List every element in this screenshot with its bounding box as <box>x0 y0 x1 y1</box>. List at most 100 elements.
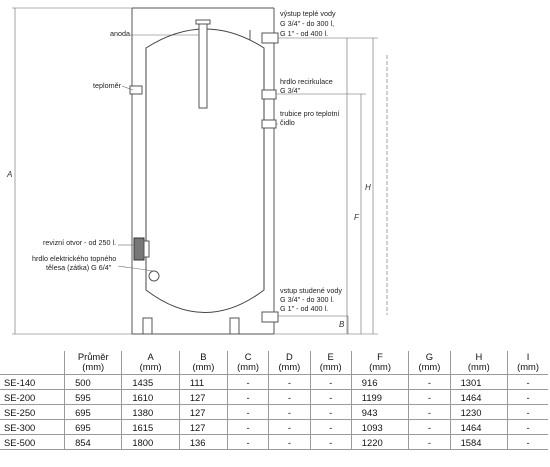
label-hrdlo-el-1: hrdlo elektrického topného <box>32 254 116 263</box>
thermometer-fitting <box>129 85 143 95</box>
model-cell: SE-250 <box>0 404 66 420</box>
value-cell: 1301 <box>450 374 509 390</box>
column-header-name: Průměr <box>77 351 109 362</box>
label-vstup-stud-2: G 3/4" - do 300 l. <box>280 295 334 304</box>
value-cell: - <box>310 374 352 390</box>
value-cell: - <box>408 434 451 450</box>
label-vystup-teple-2: G 3/4" - do 300 l, <box>280 19 334 28</box>
value-cell: 1199 <box>351 389 410 405</box>
column-header: G(mm) <box>408 351 451 375</box>
value-cell: - <box>268 389 311 405</box>
value-cell: - <box>507 434 548 450</box>
column-header-unit: (mm) <box>278 361 301 372</box>
column-header-name: I <box>526 351 530 362</box>
dim-label-F: F <box>354 213 360 222</box>
column-header-unit: (mm) <box>139 361 162 372</box>
column-header: Průměr(mm) <box>64 351 123 375</box>
column-header-unit: (mm) <box>319 361 342 372</box>
column-header-unit: (mm) <box>192 361 215 372</box>
column-header: D(mm) <box>268 351 311 375</box>
model-cell: SE-140 <box>0 374 66 390</box>
value-cell: 1610 <box>121 389 180 405</box>
label-vystup-teple-1: výstup teplé vody <box>280 9 336 18</box>
value-cell: - <box>408 419 451 435</box>
value-cell: - <box>310 419 352 435</box>
value-cell: - <box>408 374 451 390</box>
hot-water-fitting <box>261 32 279 44</box>
value-cell: - <box>408 404 451 420</box>
spec-table: Průměr(mm)A(mm)B(mm)C(mm)D(mm)E(mm)F(mm)… <box>0 351 548 450</box>
value-cell: 111 <box>179 374 228 390</box>
value-cell: - <box>227 419 270 435</box>
label-vstup-stud-3: G 1" - od 400 l. <box>280 304 328 313</box>
value-cell: - <box>507 389 548 405</box>
label-vystup-teple-3: G 1" - od 400 l. <box>280 29 328 38</box>
value-cell: 1615 <box>121 419 180 435</box>
label-anoda: anoda <box>110 29 130 38</box>
value-cell: - <box>507 419 548 435</box>
column-header: F(mm) <box>351 351 410 375</box>
inspection-flange <box>143 240 150 258</box>
value-cell: 1800 <box>121 434 180 450</box>
label-revizni: revizní otvor - od 250 l. <box>43 238 116 247</box>
column-header-name: B <box>200 351 207 362</box>
value-cell: - <box>507 374 548 390</box>
column-header-name: G <box>425 351 434 362</box>
column-header: B(mm) <box>179 351 228 375</box>
value-cell: 916 <box>351 374 410 390</box>
leader-teplomer <box>121 85 134 91</box>
table-header-row: Průměr(mm)A(mm)B(mm)C(mm)D(mm)E(mm)F(mm)… <box>0 351 548 375</box>
value-cell: 1380 <box>121 404 180 420</box>
foot-right <box>229 317 240 335</box>
value-cell: 500 <box>64 374 123 390</box>
dim-label-H: H <box>365 183 371 192</box>
value-cell: - <box>268 404 311 420</box>
column-header-unit: (mm) <box>369 361 391 372</box>
value-cell: - <box>310 404 352 420</box>
column-header-unit: (mm) <box>82 361 105 372</box>
value-cell: 1435 <box>121 374 180 390</box>
value-cell: - <box>268 419 311 435</box>
label-hrdlo-recirk-2: G 3/4" <box>280 86 301 95</box>
column-header: A(mm) <box>121 351 180 375</box>
label-vstup-stud-1: vstup studené vody <box>280 286 342 295</box>
value-cell: - <box>268 374 311 390</box>
anode-cap <box>195 19 211 25</box>
column-header-name: H <box>475 351 483 362</box>
label-trubice-1: trubice pro teplotní <box>280 109 340 118</box>
value-cell: - <box>408 389 451 405</box>
dim-label-B: B <box>339 320 345 329</box>
column-header-unit: (mm) <box>517 361 539 372</box>
value-cell: 1464 <box>450 419 509 435</box>
value-cell: - <box>268 434 311 450</box>
column-header-name: A <box>147 351 154 362</box>
value-cell: - <box>310 389 352 405</box>
column-header: C(mm) <box>227 351 270 375</box>
column-header-unit: (mm) <box>467 361 490 372</box>
value-cell: 695 <box>64 404 123 420</box>
column-header <box>0 351 66 375</box>
leader-hrdlo-el <box>117 265 155 272</box>
value-cell: 695 <box>64 419 123 435</box>
value-cell: - <box>227 389 270 405</box>
label-teplomer: teploměr <box>93 81 122 90</box>
model-cell: SE-300 <box>0 419 66 435</box>
value-cell: - <box>310 434 352 450</box>
column-header-name: F <box>377 351 383 362</box>
value-cell: 595 <box>64 389 123 405</box>
value-cell: - <box>227 434 270 450</box>
value-cell: 854 <box>64 434 123 450</box>
cold-water-fitting <box>261 311 279 323</box>
value-cell: 1584 <box>450 434 509 450</box>
heating-element-plug <box>148 270 160 282</box>
model-cell: SE-500 <box>0 434 66 450</box>
value-cell: 943 <box>351 404 410 420</box>
inspection-opening <box>133 237 145 261</box>
column-header-unit: (mm) <box>237 361 260 372</box>
column-header-name: D <box>285 351 293 362</box>
water-heater-diagram: anoda teploměr výstup teplé vody G 3/4" … <box>6 7 388 335</box>
